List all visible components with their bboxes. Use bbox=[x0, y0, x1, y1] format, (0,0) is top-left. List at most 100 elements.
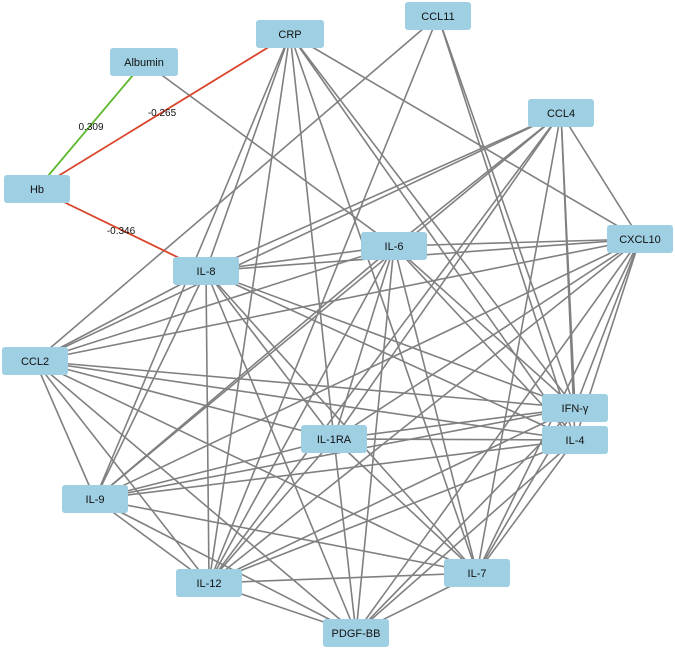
edge-il-8-il-1ra bbox=[205, 270, 335, 440]
edge-ccl11-il-12 bbox=[208, 15, 439, 584]
edge-il-1ra-il-9 bbox=[94, 438, 335, 500]
edge-il-8-il-4 bbox=[205, 270, 576, 441]
node-label: IL-4 bbox=[566, 435, 585, 447]
node-label: IFN-γ bbox=[562, 403, 589, 415]
node-label: CCL2 bbox=[21, 356, 49, 368]
edge-cxcl10-ifn-gamma bbox=[574, 238, 641, 409]
edge-ccl4-cxcl10 bbox=[560, 112, 641, 240]
edge-ifn-gamma-il-1ra bbox=[333, 407, 576, 440]
edge-cxcl10-pdgf-bb bbox=[355, 238, 641, 634]
node-box bbox=[528, 99, 594, 127]
edge-il-4-pdgf-bb bbox=[355, 439, 576, 634]
edge-il-6-ccl2 bbox=[34, 245, 395, 362]
node-il-12[interactable]: IL-12 bbox=[176, 569, 242, 597]
node-label: IL-9 bbox=[86, 494, 105, 506]
edge-il-1ra-pdgf-bb bbox=[333, 438, 357, 634]
edge-ccl11-ifn-gamma bbox=[437, 15, 576, 409]
node-ifn-gamma[interactable]: IFN-γ bbox=[542, 394, 608, 422]
edge-ccl4-ccl2 bbox=[34, 112, 562, 362]
node-il-4[interactable]: IL-4 bbox=[542, 426, 608, 454]
node-box bbox=[110, 48, 178, 76]
edge-ccl2-ifn-gamma bbox=[34, 360, 576, 409]
edge-il-4-il-9 bbox=[94, 439, 576, 500]
node-label: CXCL10 bbox=[619, 234, 661, 246]
node-label: IL-1RA bbox=[317, 434, 352, 446]
node-cxcl10[interactable]: CXCL10 bbox=[607, 225, 673, 253]
edge-il-4-il-12 bbox=[208, 439, 576, 584]
node-box bbox=[607, 225, 673, 253]
edge-il-8-ccl2 bbox=[34, 270, 207, 362]
node-hb[interactable]: Hb bbox=[4, 175, 70, 203]
edge-ccl4-il-9 bbox=[94, 112, 562, 500]
node-label: IL-8 bbox=[197, 266, 216, 278]
edge-label-hb-il-8: -0.346 bbox=[107, 226, 136, 237]
node-il-9[interactable]: IL-9 bbox=[62, 485, 128, 513]
node-label: Hb bbox=[30, 184, 44, 196]
edge-il-1ra-il-7 bbox=[333, 438, 478, 574]
edge-il-12-il-7 bbox=[208, 572, 478, 584]
node-box bbox=[62, 485, 128, 513]
edge-ccl11-il-4 bbox=[437, 15, 576, 441]
node-box bbox=[361, 232, 427, 260]
edge-ifn-gamma-pdgf-bb bbox=[355, 407, 576, 634]
node-label: IL-12 bbox=[196, 578, 221, 590]
edge-crp-il-4 bbox=[289, 33, 576, 441]
edge-il-6-ifn-gamma bbox=[393, 245, 576, 409]
edge-il-6-il-9 bbox=[94, 245, 395, 500]
node-label: CRP bbox=[278, 29, 301, 41]
edge-ccl4-il-1ra bbox=[333, 112, 562, 440]
node-ccl11[interactable]: CCL11 bbox=[405, 2, 471, 30]
node-label: PDGF-BB bbox=[332, 628, 381, 640]
node-label: CCL11 bbox=[421, 11, 454, 23]
edge-ifn-gamma-il-12 bbox=[208, 407, 576, 584]
edge-cxcl10-ccl2 bbox=[34, 238, 641, 362]
node-box bbox=[176, 569, 242, 597]
edge-cxcl10-il-9 bbox=[94, 238, 641, 500]
edge-ccl2-il-12 bbox=[34, 360, 210, 584]
edge-il-8-ifn-gamma bbox=[205, 270, 576, 409]
node-albumin[interactable]: Albumin bbox=[110, 48, 178, 76]
node-label: IL-6 bbox=[385, 241, 404, 253]
edge-hb-albumin bbox=[36, 61, 145, 190]
edge-il-1ra-il-12 bbox=[208, 438, 335, 584]
node-il-7[interactable]: IL-7 bbox=[444, 559, 510, 587]
node-label: IL-7 bbox=[468, 568, 487, 580]
edge-ccl2-il-7 bbox=[34, 360, 478, 574]
edge-crp-il-12 bbox=[208, 33, 291, 584]
node-box bbox=[301, 425, 367, 453]
edge-ccl4-il-8 bbox=[205, 112, 562, 272]
edge-label-hb-crp: -0.265 bbox=[148, 108, 177, 119]
edge-il-8-il-12 bbox=[205, 270, 210, 584]
node-pdgf-bb[interactable]: PDGF-BB bbox=[323, 619, 389, 647]
edge-cxcl10-il-12 bbox=[208, 238, 641, 584]
edge-il-4-il-7 bbox=[476, 439, 576, 574]
edge-il-8-il-7 bbox=[205, 270, 478, 574]
edge-labels-layer: 0.309 -0.265 -0.346 bbox=[78, 108, 176, 237]
node-box bbox=[542, 426, 608, 454]
node-ccl2[interactable]: CCL2 bbox=[2, 347, 68, 375]
edge-il-9-il-7 bbox=[94, 498, 478, 574]
node-label: CCL4 bbox=[547, 108, 575, 120]
edge-ccl4-il-4 bbox=[560, 112, 576, 441]
node-crp[interactable]: CRP bbox=[256, 20, 324, 48]
node-box bbox=[256, 20, 324, 48]
edge-ccl4-il-7 bbox=[476, 112, 562, 574]
edge-hb-crp bbox=[36, 33, 291, 190]
edge-cxcl10-il-6 bbox=[393, 238, 641, 247]
edge-crp-cxcl10 bbox=[289, 33, 641, 240]
edge-ccl2-il-1ra bbox=[34, 360, 335, 440]
node-il-6[interactable]: IL-6 bbox=[361, 232, 427, 260]
edge-il-9-pdgf-bb bbox=[94, 498, 357, 634]
node-ccl4[interactable]: CCL4 bbox=[528, 99, 594, 127]
edge-crp-il-1ra bbox=[289, 33, 335, 440]
node-box bbox=[323, 619, 389, 647]
edge-label-hb-albumin: 0.309 bbox=[78, 122, 103, 133]
node-il-1ra[interactable]: IL-1RA bbox=[301, 425, 367, 453]
node-box bbox=[173, 257, 239, 285]
edge-ccl4-il-12 bbox=[208, 112, 562, 584]
edge-crp-il-7 bbox=[289, 33, 478, 574]
node-il-8[interactable]: IL-8 bbox=[173, 257, 239, 285]
edge-ccl11-ccl2 bbox=[34, 15, 439, 362]
